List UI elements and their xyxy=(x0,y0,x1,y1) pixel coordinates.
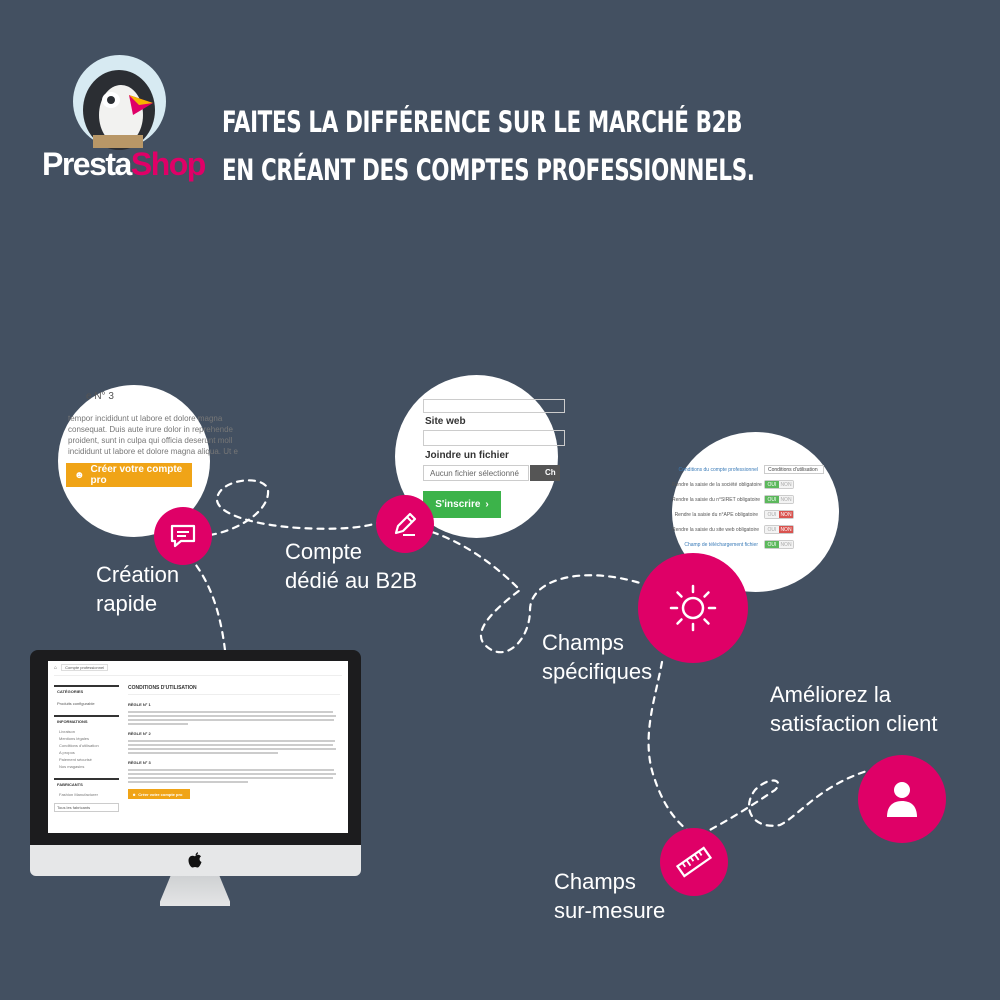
node-creation xyxy=(154,507,212,565)
file-label: Joindre un fichier xyxy=(425,450,509,461)
chevron-right-icon: › xyxy=(485,499,489,510)
sidebar-item[interactable]: Conditions d'utilisation xyxy=(59,743,99,748)
fabricants-select[interactable]: Tous les fabricants xyxy=(54,803,119,812)
sidebar-heading-categories: CATÉGORIES xyxy=(54,685,119,696)
rule-2-heading: RÈGLE N° 2 xyxy=(128,731,151,736)
node-satisfaction xyxy=(858,755,946,843)
rule-heading: e N° 3 xyxy=(86,391,114,402)
user-icon xyxy=(887,782,917,817)
sidebar-heading-fabricants: FABRICANTS xyxy=(54,778,119,789)
config-row-ape: Rendre la saisie du n°APE obligatoire OU… xyxy=(672,507,837,522)
sidebar-item[interactable]: Livraison xyxy=(59,729,76,734)
sidebar-item[interactable]: Nos magasins xyxy=(59,764,85,769)
headline-line-1: Faites la différence sur le marché B2B xyxy=(222,105,743,139)
config-row-siteweb: Rendre la saisie du site web obligatoire… xyxy=(672,522,837,537)
conditions-select[interactable]: Conditions d'utilisation xyxy=(764,465,824,474)
sidebar-item[interactable]: Paiement sécurisé xyxy=(59,757,92,762)
page-headline: Faites la différence sur le marché B2B e… xyxy=(222,98,755,194)
node-compte xyxy=(376,495,434,553)
rule-1-text xyxy=(128,711,340,725)
home-icon[interactable]: ⌂ xyxy=(54,665,58,671)
node-mesure xyxy=(660,828,728,896)
rule-text: tempor incididunt ut labore et dolore ma… xyxy=(68,414,238,456)
choose-file-button[interactable]: Ch xyxy=(530,465,560,481)
config-row-siret: Rendre la saisie du n°SIRET obligatoire … xyxy=(672,492,837,507)
monitor: ⌂ Compte professionnel CATÉGORIES Produi… xyxy=(30,650,361,906)
breadcrumb: ⌂ Compte professionnel xyxy=(54,664,342,676)
monitor-stand xyxy=(160,876,230,906)
config-row-societe: Rendre la saisie de la société obligatoi… xyxy=(672,477,837,492)
previous-field[interactable] xyxy=(423,399,565,413)
ruler-icon xyxy=(675,846,713,878)
sidebar-info-list: Livraison Mentions légales Conditions d'… xyxy=(54,726,119,772)
prestashop-logo-text: PrestaShop xyxy=(42,146,206,182)
chat-icon xyxy=(170,524,196,548)
apple-icon xyxy=(188,852,202,868)
sun-icon xyxy=(669,584,717,632)
sidebar-heading-informations: INFORMATIONS xyxy=(54,715,119,726)
file-input[interactable]: Aucun fichier sélectionné xyxy=(423,465,529,481)
monitor-screen: ⌂ Compte professionnel CATÉGORIES Produi… xyxy=(48,661,348,833)
sidebar-item[interactable]: Mentions légales xyxy=(59,736,90,741)
monitor-chin xyxy=(30,845,361,876)
sidebar: CATÉGORIES Produits configurable INFORMA… xyxy=(54,685,119,812)
register-button[interactable]: S'inscrire› xyxy=(423,491,501,518)
rule-3-text xyxy=(128,769,340,783)
site-web-label: Site web xyxy=(425,416,466,427)
sidebar-item[interactable]: A propos xyxy=(59,750,75,755)
create-pro-account-button[interactable]: ☻Créer votre compte pro xyxy=(128,789,190,799)
site-web-input[interactable] xyxy=(423,430,565,446)
create-pro-account-button[interactable]: ☻ Créer votre compte pro xyxy=(66,463,192,487)
headline-line-2: en créant des comptes professionnels. xyxy=(222,153,755,187)
pencil-icon xyxy=(394,512,417,536)
sidebar-item-category[interactable]: Produits configurable xyxy=(57,701,95,706)
page-title: CONDITIONS D'UTILISATION xyxy=(128,685,340,695)
rule-2-text xyxy=(128,740,340,754)
node-champs xyxy=(638,553,748,663)
user-icon: ☻ xyxy=(74,469,85,481)
config-list: Conditions du compte professionnel Condi… xyxy=(672,462,837,552)
sidebar-item-fabricant[interactable]: Fashion Manufacturer xyxy=(59,792,98,797)
config-row-conditions: Conditions du compte professionnel Condi… xyxy=(672,462,837,477)
main-content: CONDITIONS D'UTILISATION RÈGLE N° 1 RÈGL… xyxy=(128,685,340,799)
puffin-logo xyxy=(73,55,166,150)
rule-3-heading: RÈGLE N° 3 xyxy=(128,760,151,765)
user-icon: ☻ xyxy=(132,791,137,797)
rule-1-heading: RÈGLE N° 1 xyxy=(128,702,151,707)
